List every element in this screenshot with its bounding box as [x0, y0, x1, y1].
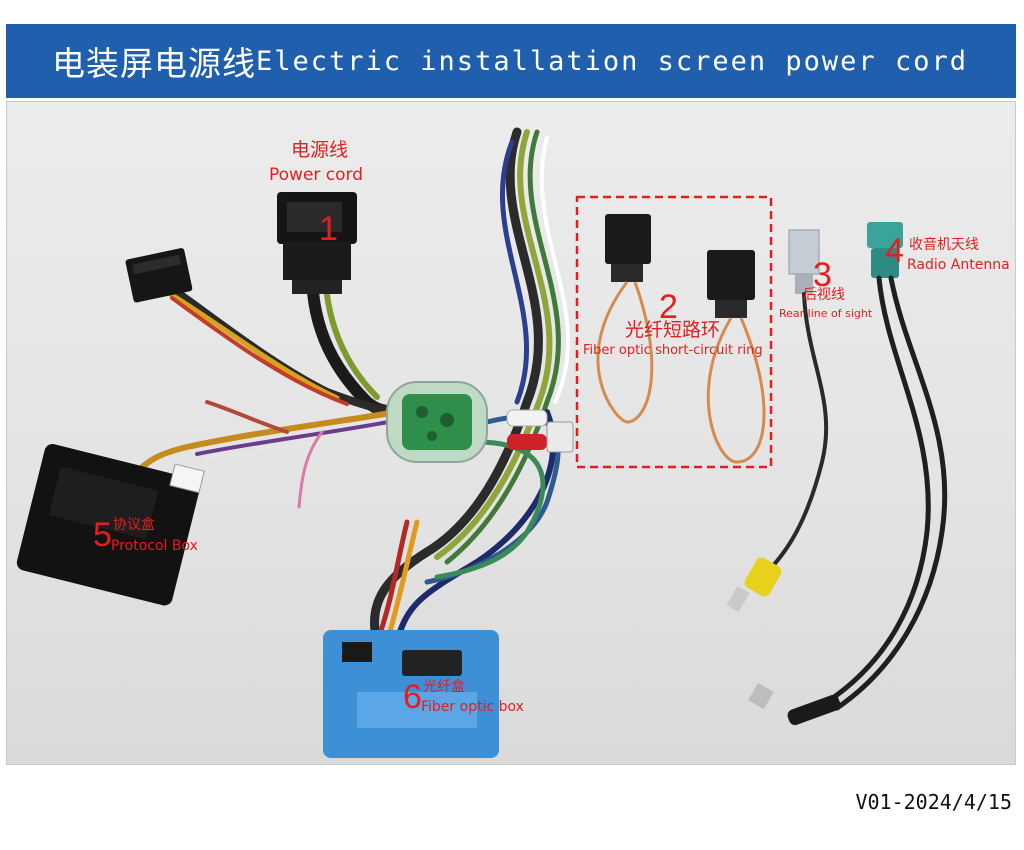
radio-antenna-label-cn: 收音机天线: [909, 237, 979, 253]
radio-antenna-label-en: Radio Antenna: [907, 257, 1010, 273]
title-chinese: 电装屏电源线: [52, 44, 256, 83]
wire-bundle: [134, 127, 571, 647]
fiber-box-label-en: Fiber optic box: [421, 699, 524, 715]
title-english: Electric installation screen power cord: [256, 45, 968, 77]
title-banner: 电装屏电源线 Electric installation screen powe…: [6, 24, 1016, 98]
power-cord-number: 1: [319, 210, 338, 248]
fiber-ring-label-cn: 光纤短路环: [625, 319, 721, 341]
rear-sight-label-cn: 后视线: [803, 287, 845, 303]
left-connector: [125, 248, 193, 303]
protocol-box-label-cn: 协议盒: [113, 517, 155, 533]
fiber-optic-box: [323, 630, 499, 758]
fiber-ring-connectors: [596, 214, 766, 464]
power-cord-connector: [277, 192, 357, 294]
fiber-box-label-cn: 光纤盒: [423, 679, 465, 695]
harness-illustration: [16, 127, 948, 758]
fiber-box-number: 6: [403, 678, 422, 716]
rear-view-cable: [726, 229, 829, 613]
power-cord-label-en: Power cord: [269, 165, 364, 185]
fiber-ring-highlight: [575, 195, 773, 469]
radio-antenna-cable: [748, 222, 948, 726]
fiber-ring-label-en: Fiber optic short-circuit ring: [583, 343, 763, 358]
rear-sight-label-en: Rear line of sight: [779, 307, 873, 320]
radio-antenna-number: 4: [885, 232, 904, 270]
rca-plugs: [506, 409, 574, 453]
power-cord-label-cn: 电源线: [291, 139, 349, 161]
version-stamp: V01-2024/4/15: [855, 790, 1012, 814]
fiber-ring-number: 2: [659, 288, 678, 326]
rear-sight-number: 3: [813, 256, 832, 294]
protocol-box: [16, 444, 205, 606]
product-photo: 电源线 Power cord 1 2 光纤短路环 Fiber optic sho…: [6, 101, 1016, 765]
green-module: [386, 381, 488, 463]
protocol-box-label-en: Protocol Box: [111, 538, 198, 554]
protocol-box-number: 5: [93, 516, 112, 554]
